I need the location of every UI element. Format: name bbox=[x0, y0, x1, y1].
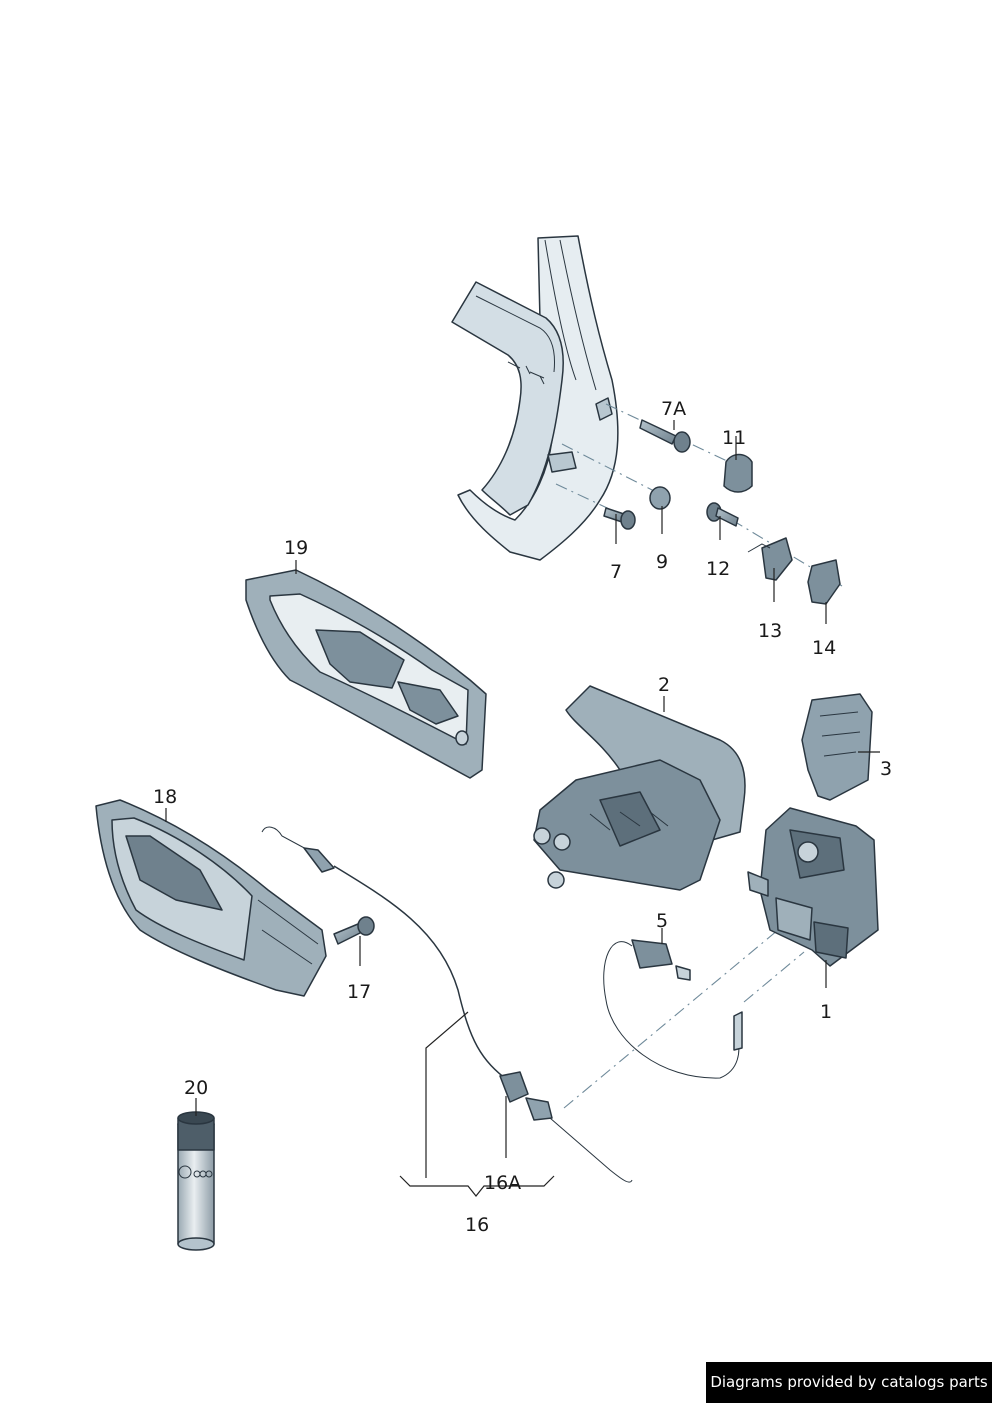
part-7-bolt bbox=[603, 507, 636, 530]
callout-5: 5 bbox=[656, 910, 668, 932]
callout-9: 9 bbox=[656, 551, 668, 573]
callout-1: 1 bbox=[820, 1001, 832, 1023]
door-frame bbox=[451, 235, 619, 561]
callout-2: 2 bbox=[658, 674, 670, 696]
part-18-inner-handle bbox=[95, 799, 327, 997]
part-16-bowden-cable bbox=[261, 826, 633, 1183]
part-1-door-lock bbox=[747, 807, 879, 967]
callout-17: 17 bbox=[347, 981, 371, 1003]
part-17-screw bbox=[333, 916, 375, 945]
part-2-lock-carrier bbox=[533, 685, 746, 891]
callout-7a: 7A bbox=[661, 398, 686, 420]
part-20-lubricant-can bbox=[177, 1111, 215, 1251]
leader-lines bbox=[165, 420, 880, 1197]
credit-banner: Diagrams provided by catalogs parts bbox=[706, 1362, 992, 1403]
part-14-cover-plate bbox=[807, 559, 841, 605]
part-11-cap bbox=[723, 453, 753, 493]
callout-7: 7 bbox=[610, 561, 622, 583]
part-9-plug bbox=[649, 486, 671, 510]
callout-20: 20 bbox=[184, 1077, 208, 1099]
callout-18: 18 bbox=[153, 786, 177, 808]
callout-11: 11 bbox=[722, 427, 746, 449]
callout-13: 13 bbox=[758, 620, 782, 642]
callout-labels: 7A 11 9 7 12 13 14 19 2 3 5 1 18 17 20 1… bbox=[153, 398, 892, 1236]
part-7a-stud-bolt bbox=[639, 419, 691, 453]
callout-16: 16 bbox=[465, 1214, 489, 1236]
callout-3: 3 bbox=[880, 758, 892, 780]
part-12-screw bbox=[706, 502, 739, 527]
callout-12: 12 bbox=[706, 558, 730, 580]
part-19-handle-gasket bbox=[245, 569, 487, 779]
part-13-striker-plate bbox=[747, 537, 793, 581]
callout-14: 14 bbox=[812, 637, 836, 659]
part-3-lock-cover bbox=[801, 693, 873, 801]
callout-16a: 16A bbox=[484, 1172, 521, 1194]
callout-19: 19 bbox=[284, 537, 308, 559]
part-5-microswitch bbox=[603, 939, 743, 1079]
